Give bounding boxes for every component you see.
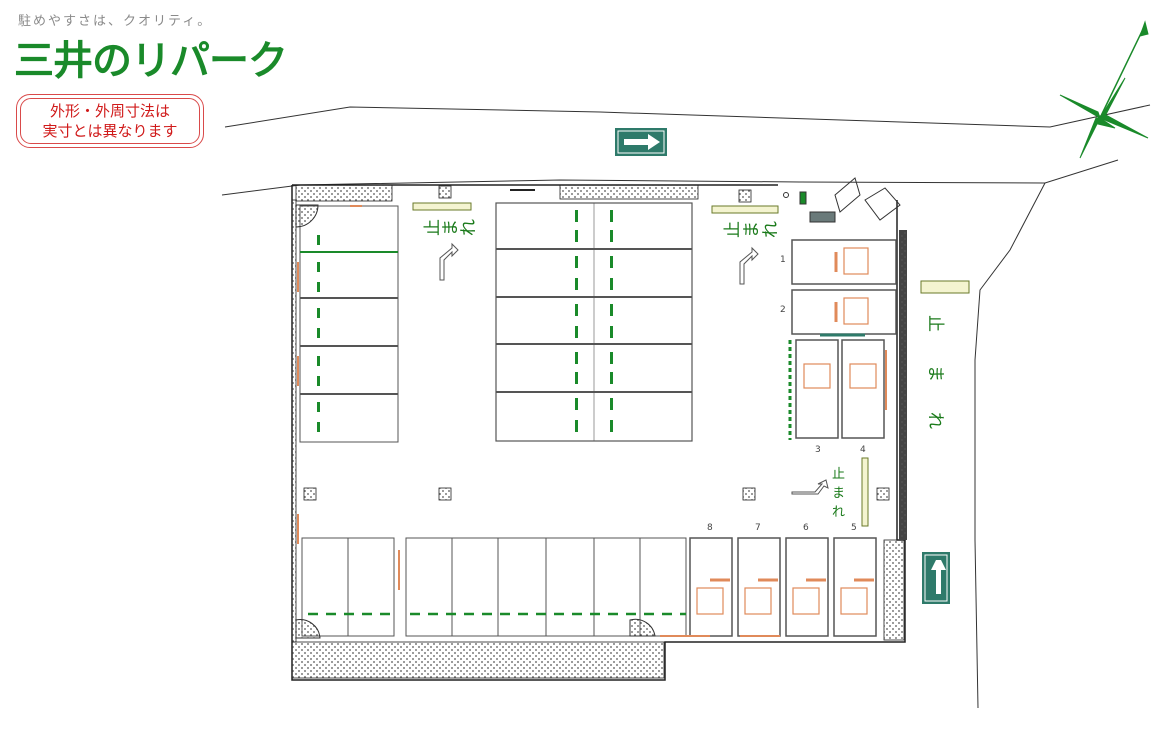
- brand-logo: 三井のリパーク: [14, 38, 288, 84]
- stop-marking-middle: 止 ま れ: [711, 205, 781, 285]
- drain-grates: [303, 185, 890, 501]
- bay-number-4: 4: [860, 445, 866, 455]
- bottom-bays-right: [660, 537, 877, 637]
- notice-line-1: 外形・外周寸法は: [49, 102, 170, 120]
- svg-text:ま: ま: [742, 221, 762, 238]
- road-lines: [221, 104, 1151, 709]
- center-wheelstops: [575, 210, 613, 432]
- bay-number-5: 5: [851, 523, 857, 533]
- svg-text:止: 止: [925, 315, 945, 332]
- svg-text:れ: れ: [925, 412, 945, 429]
- left-orange-marks: [297, 205, 400, 590]
- planting-border: [291, 184, 905, 679]
- bay-number-6: 6: [803, 523, 809, 533]
- brand-tagline: 駐めやすさは、クオリティ。: [18, 14, 213, 29]
- svg-text:ま: ま: [832, 486, 845, 501]
- compass-icon: [1059, 20, 1149, 159]
- bay-number-7: 7: [755, 523, 761, 533]
- direction-arrow-right-sign: [615, 128, 667, 156]
- svg-text:ま: ま: [925, 365, 945, 382]
- stop-marking-right-bays: 止 ま れ: [791, 457, 869, 527]
- right-bays-upper: [791, 239, 897, 337]
- lot-boundary: [291, 184, 906, 681]
- left-bays: [299, 205, 399, 443]
- svg-text:止: 止: [832, 467, 845, 482]
- svg-text:止: 止: [423, 219, 443, 236]
- bottom-bays-left: [301, 537, 687, 637]
- bay-number-8: 8: [707, 523, 713, 533]
- bay-number-1: 1: [780, 255, 786, 265]
- stop-marking-left: 止 ま れ: [412, 202, 479, 281]
- left-bay-wheelstops: [317, 235, 320, 432]
- stop-marking-road: 止 ま れ: [920, 280, 970, 429]
- center-bays: [495, 202, 693, 442]
- bay-number-3: 3: [815, 445, 821, 455]
- notice-line-2: 実寸とは異なります: [42, 122, 178, 140]
- svg-text:止: 止: [723, 221, 743, 238]
- svg-text:れ: れ: [459, 219, 479, 236]
- right-bays-lower: [788, 339, 887, 440]
- corner-hatches: [295, 204, 656, 639]
- payment-area: [783, 177, 901, 223]
- bay-number-2: 2: [780, 305, 786, 315]
- dimension-notice: 外形・外周寸法は 実寸とは異なります: [16, 94, 204, 148]
- direction-arrow-up-sign: [922, 552, 950, 604]
- svg-text:れ: れ: [832, 505, 845, 520]
- svg-text:ま: ま: [441, 219, 461, 236]
- right-wall: [899, 230, 907, 540]
- svg-text:れ: れ: [761, 221, 781, 238]
